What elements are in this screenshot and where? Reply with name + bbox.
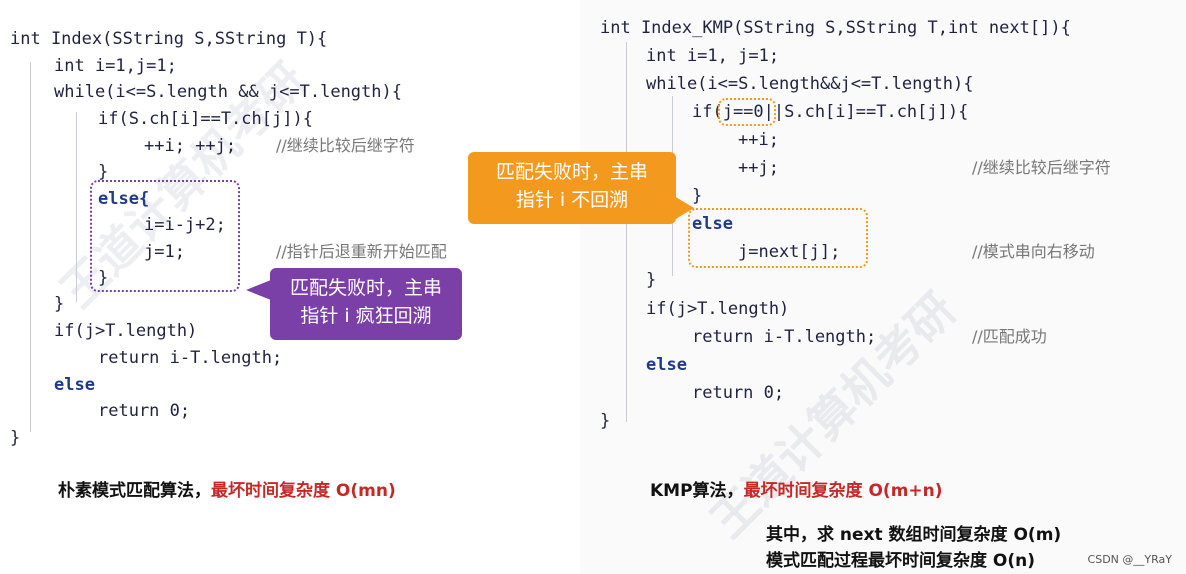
else-highlight-box bbox=[688, 208, 868, 268]
code-line: return 0; bbox=[98, 401, 191, 421]
complexity-text: 最坏时间复杂度 O(mn) bbox=[211, 481, 396, 501]
naive-caption: 朴素模式匹配算法，最坏时间复杂度 O(mn) bbox=[58, 476, 396, 501]
code-line: } bbox=[54, 294, 65, 314]
code-line: int i=1,j=1; bbox=[54, 56, 177, 76]
comment: //匹配成功 bbox=[972, 327, 1047, 346]
indent-guide bbox=[626, 42, 627, 422]
no-backtrack-callout: 匹配失败时，主串 指针 i 不回溯 bbox=[468, 152, 676, 224]
complexity-text: 最坏时间复杂度 O(m+n) bbox=[743, 481, 943, 501]
comment: //模式串向右移动 bbox=[972, 242, 1095, 261]
else-highlight-box bbox=[90, 180, 240, 292]
kmp-caption: KMP算法，最坏时间复杂度 O(m+n) bbox=[650, 476, 943, 501]
comment: //继续比较后继字符 bbox=[276, 136, 415, 155]
code-line: int Index_KMP(SString S,SString T,int ne… bbox=[600, 18, 1071, 38]
code-line: } bbox=[692, 186, 703, 206]
callout-line: 匹配失败时，主串 bbox=[495, 161, 648, 183]
code-line: int Index(SString S,SString T){ bbox=[10, 29, 328, 49]
code-line: } bbox=[98, 268, 109, 288]
match-complexity-note: 模式匹配过程最坏时间复杂度 O(n) bbox=[766, 551, 1036, 571]
indent-guide bbox=[30, 62, 31, 432]
code-line: if(j>T.length) bbox=[54, 321, 198, 341]
backtrack-callout: 匹配失败时，主串 指针 i 疯狂回溯 bbox=[270, 268, 462, 340]
credit-text: CSDN @__YRaY bbox=[1087, 553, 1172, 566]
kmp-algorithm-panel: 王道计算机考研 int Index_KMP(SString S,SString … bbox=[468, 0, 1186, 574]
comment: //指针后退重新开始匹配 bbox=[276, 242, 447, 261]
code-line: i=i-j+2; bbox=[144, 215, 226, 235]
code-line: while(i<=S.length && j<=T.length){ bbox=[54, 82, 402, 102]
code-line: return i-T.length; bbox=[98, 348, 283, 368]
code-line: } bbox=[646, 270, 657, 290]
j-zero-highlight-box bbox=[718, 98, 776, 126]
code-line: } bbox=[98, 162, 109, 182]
code-line: ++i; ++j; bbox=[144, 136, 237, 156]
callout-line: 指针 i 不回溯 bbox=[515, 189, 629, 211]
indent-guide bbox=[76, 112, 77, 302]
code-line: if(j==0||S.ch[i]==T.ch[j]){ bbox=[692, 102, 969, 122]
code-line: if(j>T.length) bbox=[646, 299, 790, 319]
callout-line: 匹配失败时，主串 bbox=[289, 277, 442, 299]
code-line: j=next[j]; bbox=[738, 242, 841, 262]
caption-text: 朴素模式匹配算法， bbox=[58, 481, 211, 501]
code-line: } bbox=[600, 411, 611, 431]
code-line: return i-T.length; bbox=[692, 327, 877, 347]
callout-line: 指针 i 疯狂回溯 bbox=[300, 305, 432, 327]
naive-algorithm-panel: 王道计算机考研 int Index(SString S,SString T){ … bbox=[0, 0, 580, 574]
code-line: int i=1, j=1; bbox=[646, 46, 780, 66]
code-line: else bbox=[54, 375, 95, 395]
next-complexity-note: 其中，求 next 数组时间复杂度 O(m) bbox=[766, 525, 1062, 545]
code-line: return 0; bbox=[692, 383, 785, 403]
code-line: } bbox=[10, 428, 21, 448]
comment: //继续比较后继字符 bbox=[972, 158, 1111, 177]
callout-pointer bbox=[674, 196, 694, 220]
code-line: else bbox=[692, 214, 733, 234]
caption-text: KMP算法， bbox=[650, 481, 744, 501]
callout-pointer bbox=[246, 278, 276, 302]
code-line: else{ bbox=[98, 189, 150, 209]
code-line: else bbox=[646, 355, 687, 375]
code-line: if(S.ch[i]==T.ch[j]){ bbox=[98, 109, 313, 129]
code-line: ++j; bbox=[738, 158, 779, 178]
code-line: ++i; bbox=[738, 130, 779, 150]
code-line: j=1; bbox=[144, 242, 185, 262]
code-line: while(i<=S.length&&j<=T.length){ bbox=[646, 74, 974, 94]
